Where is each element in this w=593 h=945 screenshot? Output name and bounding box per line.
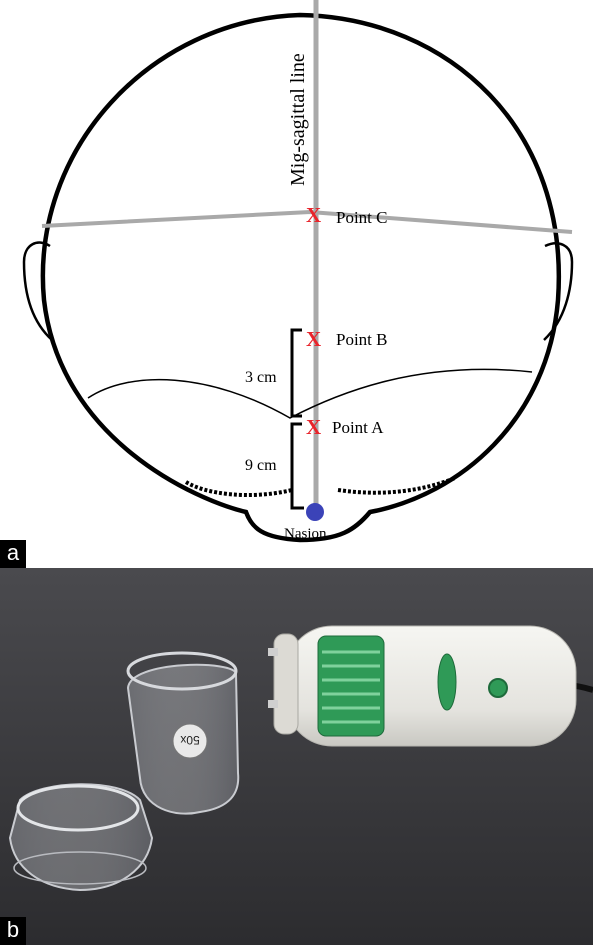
device-photo-panel: 50x b (0, 568, 593, 945)
panel-a-tag: a (0, 540, 26, 568)
point-b-marker: X (306, 327, 321, 351)
bracket-3cm (290, 328, 302, 418)
capture-button (488, 678, 508, 698)
head-diagram-panel: Mig-sagittal line X Point C X Point B X … (0, 0, 574, 568)
point-a-marker: X (306, 415, 321, 439)
distance-3cm-label: 3 cm (245, 369, 277, 386)
distance-9cm-label: 9 cm (245, 457, 277, 474)
point-b-label: Point B (336, 330, 388, 349)
left-eyebrow (184, 480, 293, 498)
focus-wheel (317, 635, 385, 737)
lens-cap-short (8, 783, 154, 892)
brow-curve (87, 368, 533, 419)
point-c-marker: X (306, 203, 321, 227)
point-a-label: Point A (332, 418, 384, 437)
head-diagram: Mig-sagittal line X Point C X Point B X … (22, 0, 574, 543)
lens-magnification-label: 50x (180, 733, 199, 747)
lens-label-disc (172, 723, 208, 759)
panel-b-tag: b (0, 917, 26, 945)
device-photo: 50x (0, 568, 593, 945)
digital-microscope (268, 625, 577, 747)
bracket-9cm (290, 422, 304, 510)
nasion-label: Nasion (284, 526, 327, 542)
mid-sagittal-line-label: Mig-sagittal line (287, 53, 309, 186)
lens-cap-tall: 50x (126, 651, 240, 815)
horizontal-guide-line (41, 209, 573, 234)
brightness-dial (437, 653, 457, 711)
point-c-label: Point C (336, 208, 388, 227)
left-ear (22, 241, 53, 341)
right-eyebrow (337, 476, 456, 495)
nasion-dot (306, 503, 324, 521)
head-outline (40, 12, 562, 543)
